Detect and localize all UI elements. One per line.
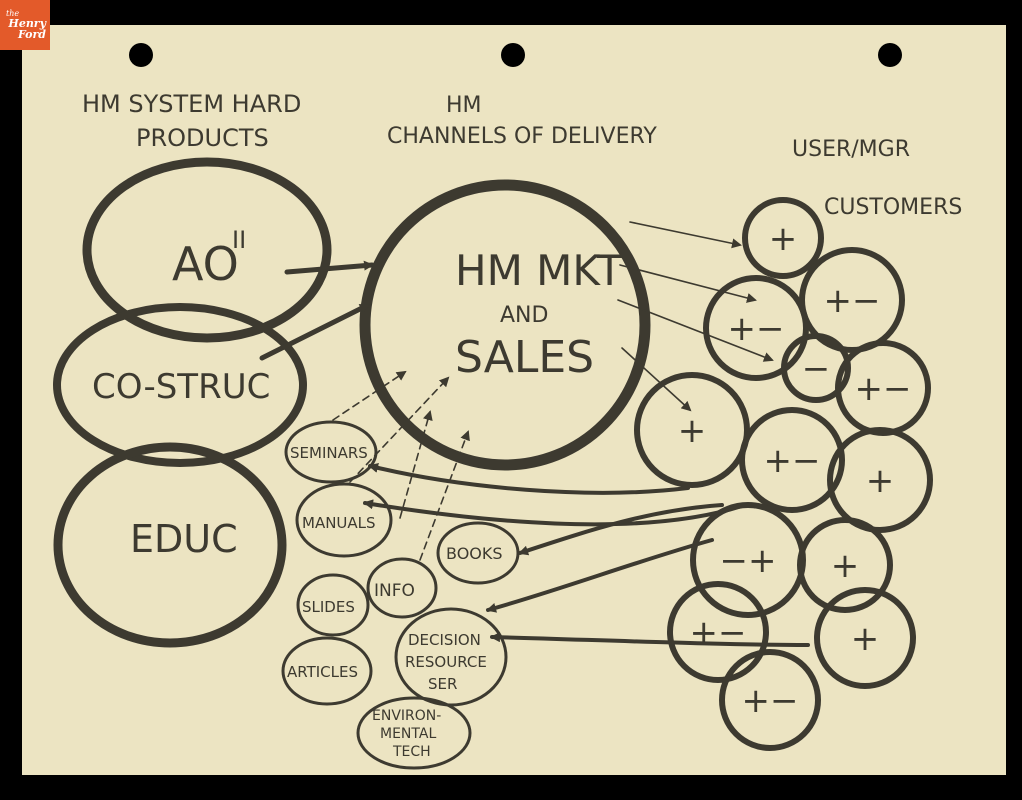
product-ellipse-costruc <box>53 303 307 467</box>
binder-hole-middle <box>501 43 525 67</box>
customer-circle <box>797 517 893 613</box>
channel-ellipse-enviro <box>356 696 472 770</box>
channel-ellipse-manuals <box>295 482 393 558</box>
logo-text-henry: Henry <box>8 17 46 30</box>
customer-sign: +− <box>764 441 821 481</box>
arrows-customers-to-channels <box>363 463 810 647</box>
heading-customers: USER/MGR CUSTOMERS <box>792 137 962 220</box>
center-label-line2: AND <box>500 303 548 328</box>
customer-sign: +− <box>824 281 881 321</box>
arrow-ao-to-center <box>284 260 375 275</box>
heading-products-line1: HM SYSTEM HARD <box>82 90 301 118</box>
arrow-customer-to-seminars <box>368 463 690 495</box>
channel-label-info: INFO <box>374 581 415 601</box>
customer-sign: + <box>769 219 798 259</box>
customer-sign: + <box>866 461 895 501</box>
arrow-customer-to-decision-1 <box>486 538 714 613</box>
customer-circle <box>719 649 821 751</box>
arrow-channel-to-center <box>332 370 407 421</box>
arrow-center-to-customer <box>629 221 742 249</box>
customer-circle <box>703 275 809 381</box>
customer-sign: +− <box>728 309 785 349</box>
channel-label-enviro-3: TECH <box>392 744 431 760</box>
channel-ellipse-articles <box>281 636 373 706</box>
channel-label-seminars: SEMINARS <box>290 444 368 462</box>
product-label-ao-superscript: II <box>232 226 246 254</box>
channel-ellipse-decision <box>394 607 508 707</box>
products-group <box>53 157 332 648</box>
arrow-customer-to-books <box>518 503 724 556</box>
heading-products: HM SYSTEM HARD PRODUCTS <box>82 90 301 152</box>
binder-hole-right <box>878 43 902 67</box>
heading-products-line2: PRODUCTS <box>136 124 269 152</box>
arrow-center-to-customer <box>621 347 692 412</box>
henry-ford-logo: the Henry Ford <box>0 0 50 50</box>
channel-label-decision-3: SER <box>428 675 457 693</box>
product-label-educ: EDUC <box>130 517 238 561</box>
center-label-line1: HM MKT <box>455 246 623 295</box>
channel-label-decision-1: DECISION <box>408 631 481 649</box>
heading-channels-line1: HM <box>446 93 482 118</box>
channel-ellipse-info <box>366 557 438 619</box>
product-label-ao: AO <box>172 237 239 291</box>
arrow-customer-to-decision-2 <box>490 632 810 647</box>
heading-customers-line1: USER/MGR <box>792 137 910 162</box>
logo-text-ford: Ford <box>17 28 46 41</box>
customer-circle <box>827 427 933 533</box>
center-label-line3: SALES <box>455 332 594 383</box>
channel-ellipse-seminars <box>284 420 378 484</box>
center-circle-mkt-sales <box>359 179 651 471</box>
arrows-group <box>259 221 810 647</box>
heading-customers-line2: CUSTOMERS <box>824 195 962 220</box>
arrow-center-to-customer <box>617 299 774 362</box>
customer-circle <box>742 197 824 279</box>
channel-label-books: BOOKS <box>446 544 503 563</box>
arrow-channel-to-center <box>399 410 433 519</box>
customers-group <box>634 197 933 751</box>
arrow-customer-to-manuals <box>363 499 747 527</box>
channel-ellipse-slides <box>296 573 370 637</box>
customer-sign: + <box>831 546 860 586</box>
customer-circle <box>667 581 769 683</box>
product-ellipse-educ <box>53 442 287 648</box>
channel-label-enviro-1: ENVIRON- <box>372 708 441 724</box>
binder-hole-left <box>129 43 153 67</box>
arrow-center-to-customer <box>619 264 757 303</box>
logo-text-the: the <box>6 9 20 18</box>
customer-sign: +− <box>690 613 747 653</box>
heading-channels-line2: CHANNELS OF DELIVERY <box>387 124 657 149</box>
customer-signs: ++−+−−+−++−+−+++−++− <box>678 219 912 721</box>
arrows-channels-to-center <box>332 370 470 561</box>
customer-circle <box>799 247 905 353</box>
customer-circle <box>634 372 750 488</box>
customer-sign: − <box>802 349 831 389</box>
channels-group <box>281 420 520 770</box>
heading-channels: HM CHANNELS OF DELIVERY <box>387 93 657 149</box>
customer-sign: +− <box>855 369 912 409</box>
product-ellipse-ao <box>82 157 332 343</box>
channel-labels: SEMINARS MANUALS BOOKS INFO SLIDES ARTIC… <box>287 444 503 760</box>
channel-label-decision-2: RESOURCE <box>405 653 487 671</box>
customer-sign: −+ <box>720 541 777 581</box>
arrow-channel-to-center <box>419 430 470 561</box>
channel-label-slides: SLIDES <box>302 598 355 616</box>
channel-label-manuals: MANUALS <box>302 514 376 532</box>
channel-label-enviro-2: MENTAL <box>380 726 436 742</box>
arrow-channel-to-center <box>349 376 450 483</box>
customer-sign: + <box>678 411 707 451</box>
customer-sign: + <box>851 619 880 659</box>
customer-circle <box>814 587 916 689</box>
customer-circle <box>781 333 851 403</box>
arrow-costruc-to-center <box>259 302 371 361</box>
channel-label-articles: ARTICLES <box>287 663 358 681</box>
product-label-costruc: CO-STRUC <box>92 367 270 407</box>
arrows-center-to-customers <box>617 221 774 412</box>
customer-circle <box>739 407 845 513</box>
customer-sign: +− <box>742 681 799 721</box>
